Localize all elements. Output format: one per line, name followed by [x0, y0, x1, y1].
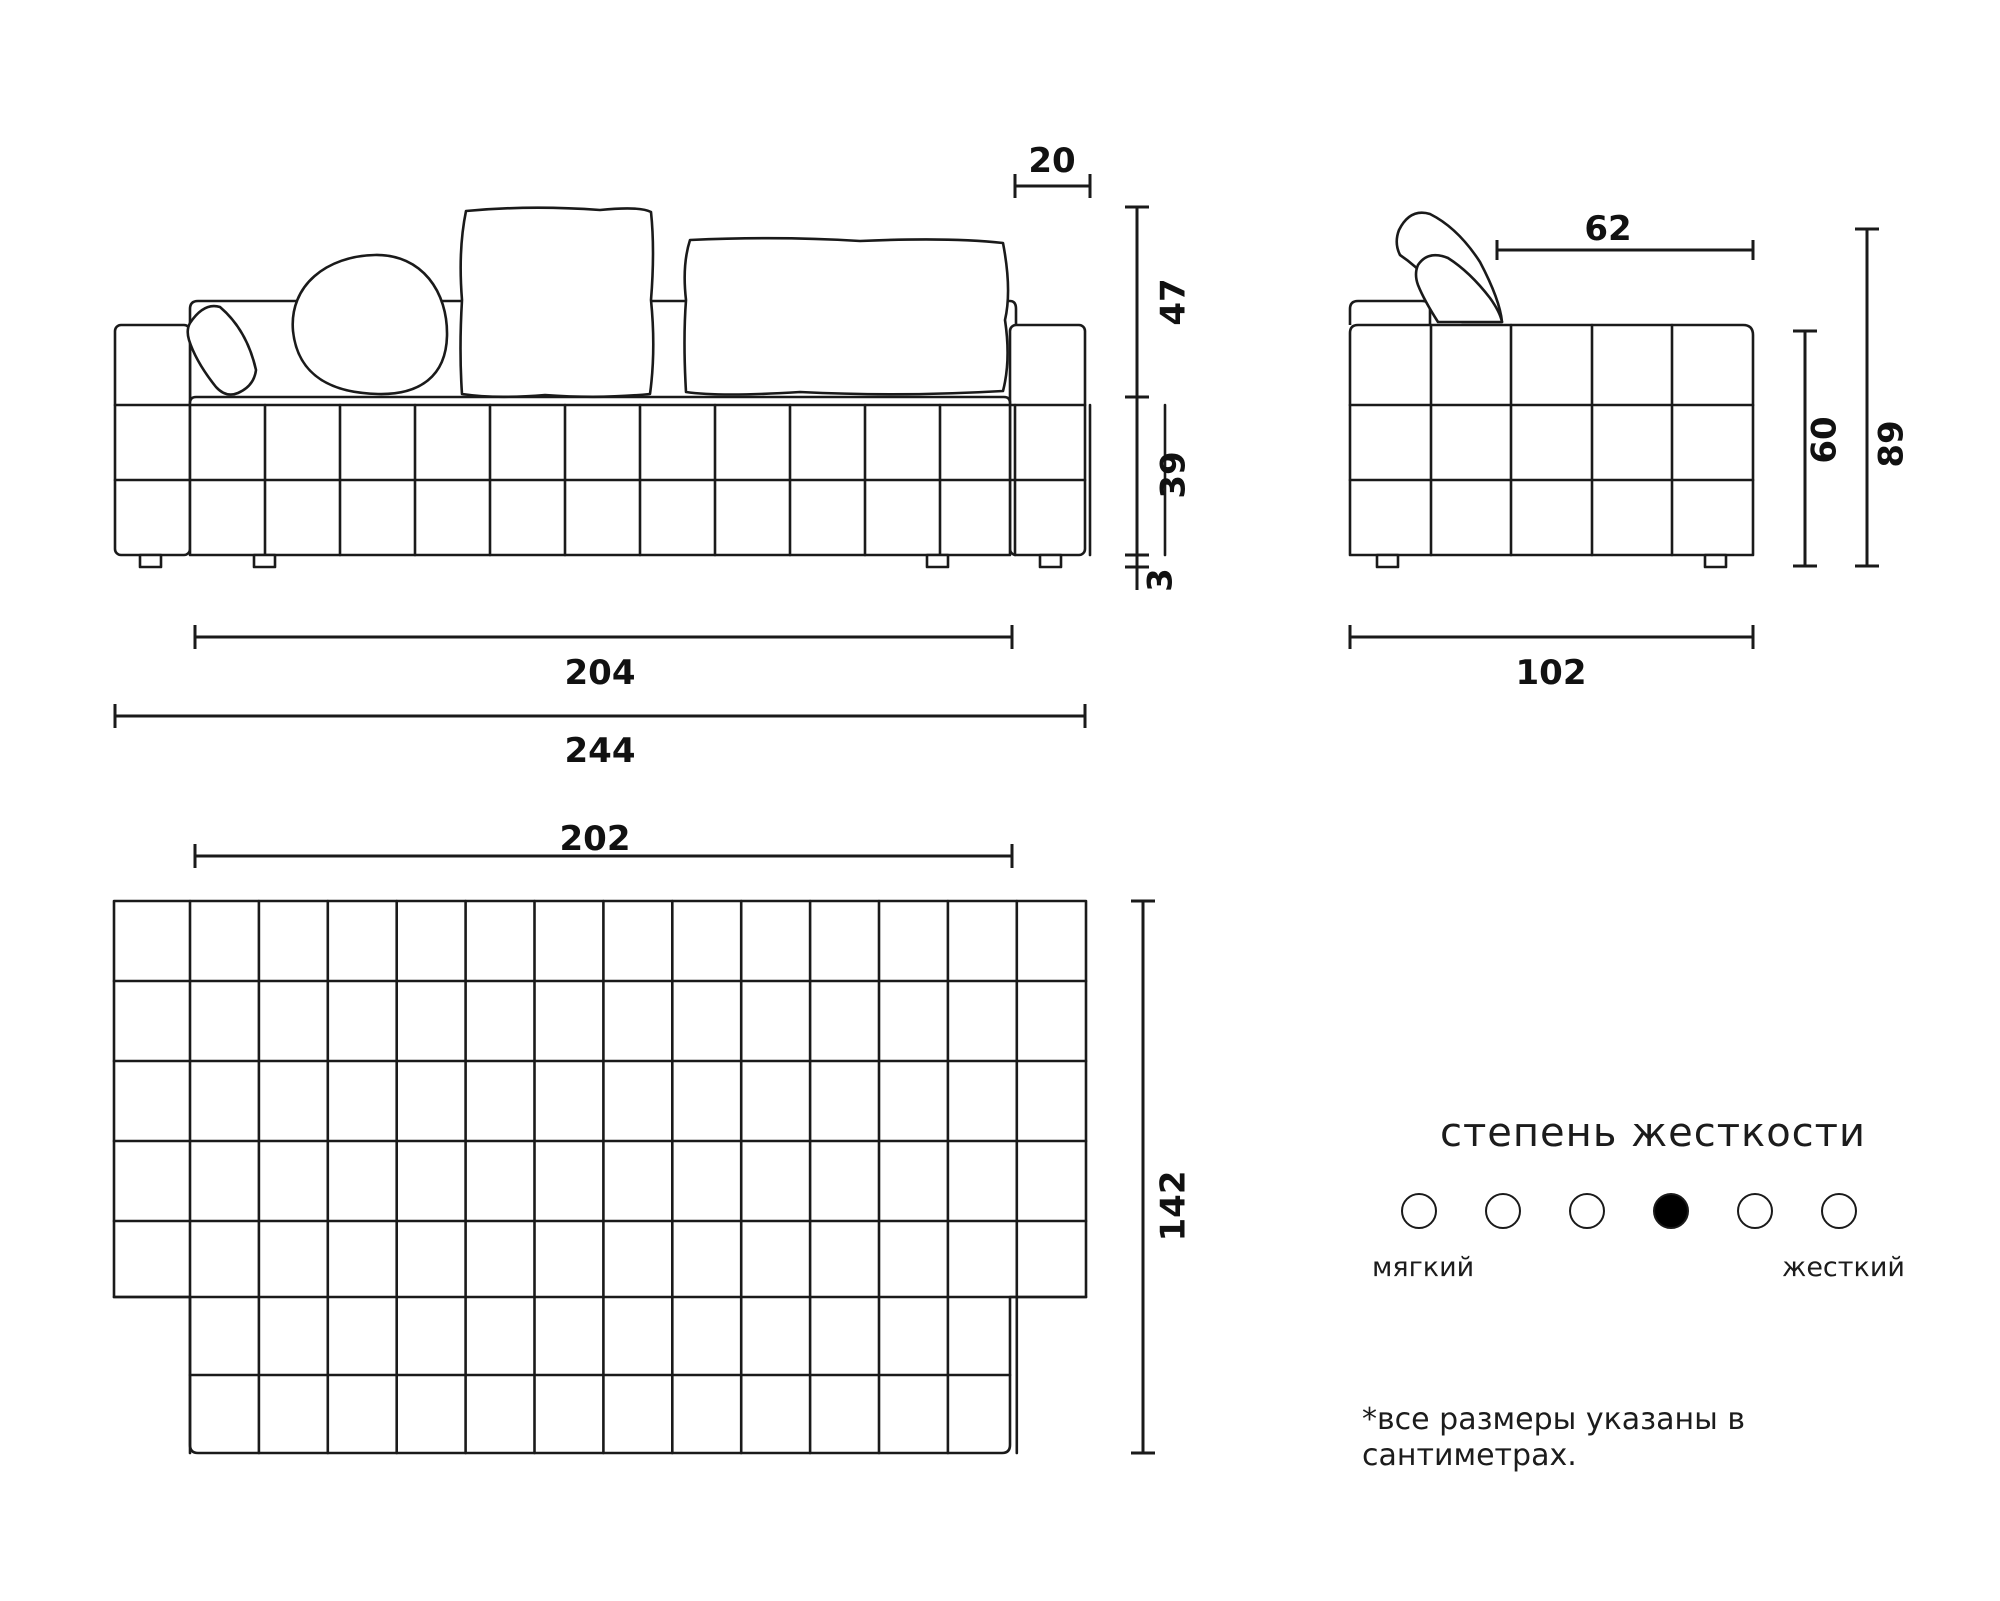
svg-text:39: 39 [1154, 451, 1194, 498]
side-pillow-front [1414, 253, 1504, 324]
firmness-level-4-selected [1653, 1193, 1689, 1229]
dim-bed-width: 142 [1131, 899, 1194, 1455]
side-legs [1375, 553, 1728, 569]
dim-backrest-cushion-depth: 20 [1013, 141, 1092, 198]
side-view [1348, 211, 1755, 569]
square-back-cushion [459, 206, 655, 399]
svg-text:202: 202 [560, 819, 631, 859]
side-tufting-grid [1348, 323, 1755, 557]
side-arm-back [1348, 299, 1432, 325]
units-footnote: *все размеры указаны в сантиметрах. [1362, 1402, 1746, 1473]
plan-dimensions: 202 142 [193, 819, 1194, 1455]
firmness-level-2 [1485, 1193, 1521, 1229]
svg-text:62: 62 [1584, 209, 1631, 249]
svg-text:102: 102 [1516, 653, 1587, 693]
dim-total-width: 244 [113, 704, 1087, 771]
side-dimensions: 62 60 89 102 [1348, 209, 1912, 693]
plan-view [112, 899, 1088, 1455]
front-legs [138, 553, 1063, 569]
firmness-title: степень жесткости [1440, 1110, 1866, 1156]
svg-text:244: 244 [565, 731, 636, 771]
round-pillow [291, 253, 449, 396]
front-sofa-body [113, 323, 1167, 557]
firmness-level-6 [1821, 1193, 1857, 1229]
dim-side-seat-depth: 62 [1495, 209, 1755, 260]
firmness-level-1 [1401, 1193, 1437, 1229]
dim-inner-width: 204 [193, 625, 1014, 693]
front-view [113, 206, 1167, 569]
svg-text:20: 20 [1028, 141, 1075, 181]
firmness-max-label: жесткий [1782, 1252, 1905, 1283]
svg-text:89: 89 [1872, 420, 1912, 467]
svg-text:3: 3 [1141, 568, 1181, 592]
dim-total-depth: 102 [1348, 625, 1755, 693]
svg-text:142: 142 [1154, 1171, 1194, 1242]
svg-text:60: 60 [1805, 416, 1845, 463]
long-back-cushion [683, 236, 1010, 396]
plan-tufting-grid [112, 899, 1088, 1455]
svg-text:47: 47 [1154, 278, 1194, 325]
dim-bed-length: 202 [193, 819, 1014, 868]
front-dimensions: 20 47 39 3 204 244 [113, 141, 1194, 771]
front-tufting-grid [113, 403, 1167, 557]
bolster-pillow [186, 304, 258, 396]
dim-front-vertical-chain: 47 39 3 [1125, 205, 1194, 592]
dim-total-height: 89 [1855, 227, 1912, 568]
firmness-min-label: мягкий [1372, 1252, 1475, 1283]
side-body [1348, 323, 1755, 557]
firmness-level-5 [1737, 1193, 1773, 1229]
svg-text:204: 204 [565, 653, 636, 693]
firmness-level-3 [1569, 1193, 1605, 1229]
front-cushions [186, 206, 1010, 399]
dim-seat-level-height: 60 [1793, 329, 1845, 568]
